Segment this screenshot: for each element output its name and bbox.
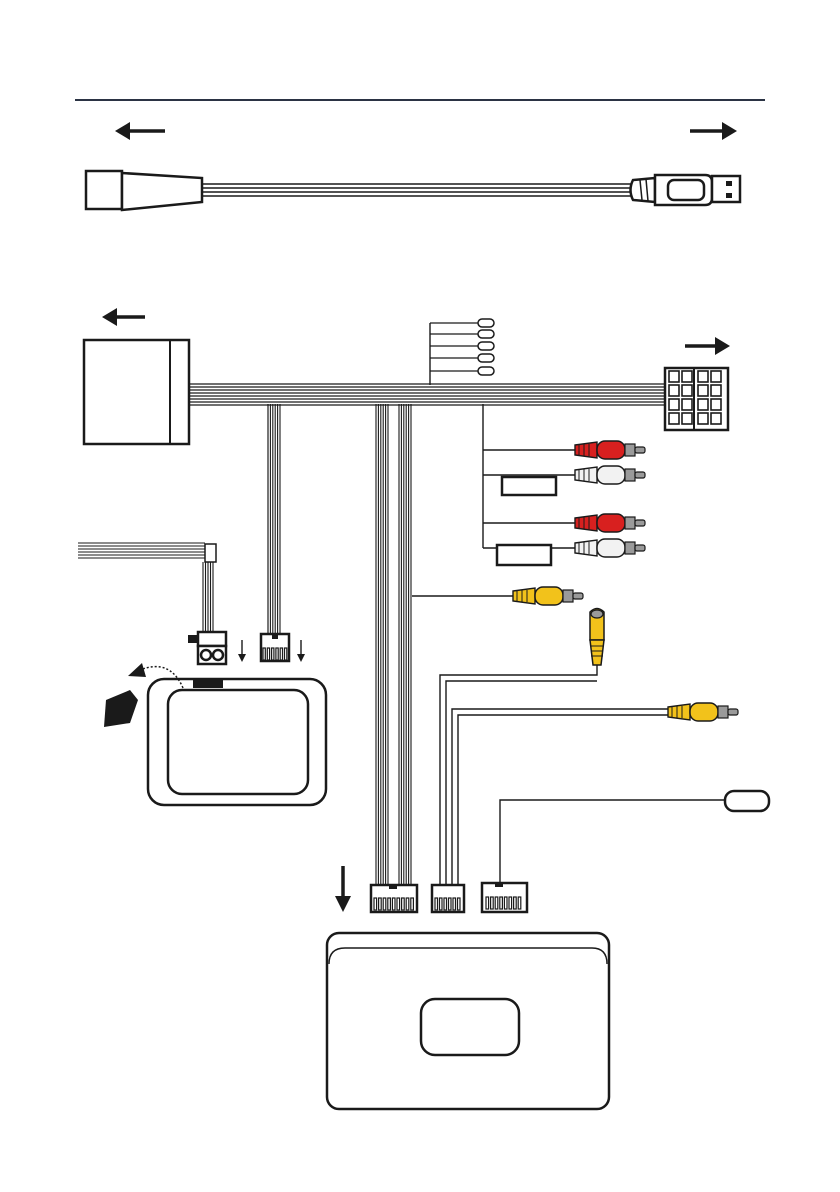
arrow-right-icon (685, 337, 730, 355)
usb-cable-plug-block (86, 171, 122, 209)
usb-extension-cable (86, 171, 740, 210)
rca-white-plug-icon (575, 539, 645, 557)
main-unit-connector-1 (371, 885, 417, 912)
can-module-connector-b (261, 634, 289, 661)
usb-a-plug-icon (631, 175, 741, 205)
video-output-rca-icon (513, 587, 583, 605)
rca-white-plug-icon (575, 466, 645, 484)
can-bus-input-wire (78, 543, 216, 632)
arrow-down-icon (238, 640, 246, 662)
main-unit (327, 933, 609, 1109)
iso-output-connector (665, 368, 728, 430)
arrow-left-icon (102, 308, 145, 326)
usb-cable-wire (202, 184, 633, 196)
arrow-left-icon (115, 122, 165, 140)
main-unit-connector-3 (482, 883, 527, 912)
sim-card-icon (104, 690, 138, 727)
main-harness-bus (189, 384, 665, 405)
main-unit-screen (421, 999, 519, 1055)
rca-label-block (497, 545, 551, 565)
arrow-down-icon (297, 640, 305, 662)
microphone-icon (725, 791, 769, 811)
head-unit-harness-connector (84, 340, 189, 444)
rca-audio-branch (483, 404, 645, 565)
rca-red-plug-icon (575, 441, 645, 459)
microphone (500, 791, 769, 885)
main-unit-connector-2 (432, 885, 464, 912)
arrow-down-icon (335, 866, 351, 912)
camera-input-rca-icon (590, 609, 604, 666)
can-module-connector-a (188, 632, 226, 664)
video-input-rca-icon (668, 703, 738, 721)
arrow-right-icon (690, 122, 737, 140)
camera-input-branch (440, 665, 670, 885)
usb-cable-strain-relief (122, 173, 202, 210)
rca-red-plug-icon (575, 514, 645, 532)
pigtail-wires (430, 319, 494, 385)
can-bus-module (128, 663, 326, 805)
rca-label-block (502, 477, 556, 495)
